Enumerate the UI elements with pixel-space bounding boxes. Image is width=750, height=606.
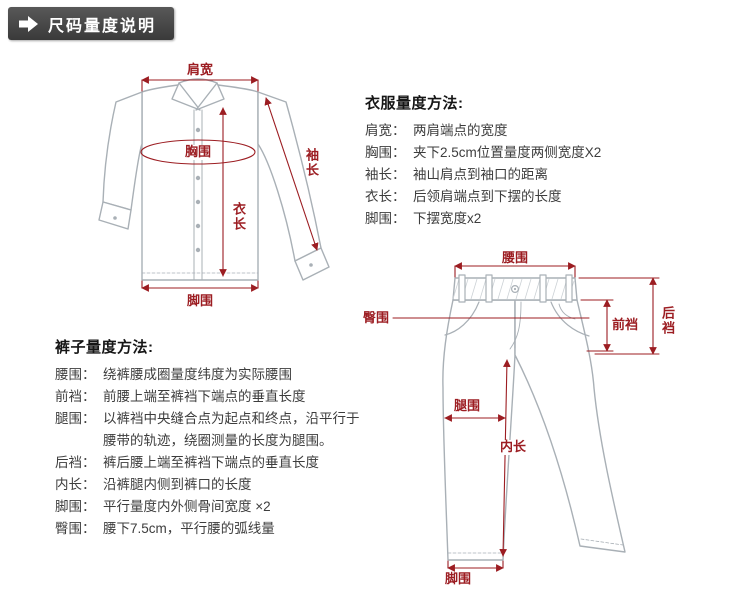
measure-desc: 绕裤腰成圈量度纬度为实际腰围 xyxy=(103,367,292,382)
shirt-drawing xyxy=(98,76,330,292)
measure-term: 腰围： xyxy=(55,367,96,382)
measure-item: 腿围： 以裤裆中央缝合点为起点和终点，沿平行于腰带的轨迹，绕圈测量的长度为腿围。 xyxy=(55,408,367,452)
measure-term: 脚围： xyxy=(55,499,96,514)
pants-inseam-label: 内长 xyxy=(498,439,529,455)
pants-leg-opening-label: 脚围 xyxy=(444,571,471,586)
pants-diagram: 腰围 臀围 前裆 后裆 腿围 内长 脚围 xyxy=(355,248,700,603)
pants-method-title: 裤子量度方法: xyxy=(55,339,154,356)
measure-term: 腿围： xyxy=(55,411,96,426)
measure-item: 胸围： 夹下2.5cm位置量度两侧宽度X2 xyxy=(365,142,700,164)
clothes-method-block: 衣服量度方法: 肩宽： 两肩端点的宽度 胸围： 夹下2.5cm位置量度两侧宽度X… xyxy=(365,92,700,230)
measure-item: 肩宽： 两肩端点的宽度 xyxy=(365,120,700,142)
shirt-diagram: 肩宽 胸围 袖长 衣长 脚围 xyxy=(90,52,360,312)
shirt-body-length-label: 衣长 xyxy=(228,202,247,232)
measure-item: 脚围： 平行量度内外侧骨间宽度 ×2 xyxy=(55,496,367,518)
measure-term: 内长： xyxy=(55,477,96,492)
measure-item: 腰围： 绕裤腰成圈量度纬度为实际腰围 xyxy=(55,364,367,386)
pants-drawing xyxy=(392,262,660,572)
measure-desc: 下摆宽度x2 xyxy=(413,211,482,226)
measure-item: 衣长： 后领肩端点到下摆的长度 xyxy=(365,186,700,208)
section-title: 尺码量度说明 xyxy=(48,17,157,35)
measure-desc: 平行量度内外侧骨间宽度 ×2 xyxy=(103,499,271,514)
measure-desc: 后领肩端点到下摆的长度 xyxy=(413,189,562,204)
measure-term: 臀围： xyxy=(55,521,96,536)
measure-item: 臀围： 腰下7.5cm，平行腰的弧线量 xyxy=(55,518,367,540)
measure-term: 脚围： xyxy=(365,211,406,226)
arrow-right-icon xyxy=(19,15,38,32)
shirt-shoulder-width-label: 肩宽 xyxy=(186,62,213,77)
measure-term: 前裆： xyxy=(55,389,96,404)
pants-method-block: 裤子量度方法: 腰围： 绕裤腰成圈量度纬度为实际腰围 前裆： 前腰上端至裤裆下端… xyxy=(55,336,367,540)
measure-desc: 夹下2.5cm位置量度两侧宽度X2 xyxy=(413,145,602,160)
measure-item: 后裆： 裤后腰上端至裤裆下端点的垂直长度 xyxy=(55,452,367,474)
pants-front-rise-label: 前裆 xyxy=(612,317,639,332)
measure-desc: 腰下7.5cm，平行腰的弧线量 xyxy=(103,521,275,536)
measure-desc: 袖山肩点到袖口的距离 xyxy=(413,167,548,182)
measure-desc: 前腰上端至裤裆下端点的垂直长度 xyxy=(103,389,306,404)
measure-desc: 以裤裆中央缝合点为起点和终点，沿平行于腰带的轨迹，绕圈测量的长度为腿围。 xyxy=(103,411,360,448)
measure-term: 肩宽： xyxy=(365,123,406,138)
pants-waist-label: 腰围 xyxy=(501,250,528,265)
shirt-hem-label: 脚围 xyxy=(186,293,213,308)
measure-item: 袖长： 袖山肩点到袖口的距离 xyxy=(365,164,700,186)
measure-item: 前裆： 前腰上端至裤裆下端点的垂直长度 xyxy=(55,386,367,408)
shirt-chest-label: 胸围 xyxy=(180,144,216,160)
measure-item: 内长： 沿裤腿内侧到裤口的长度 xyxy=(55,474,367,496)
pants-back-rise-label: 后裆 xyxy=(659,306,675,336)
measure-item: 脚围： 下摆宽度x2 xyxy=(365,208,700,230)
pants-thigh-label: 腿围 xyxy=(452,398,483,414)
measure-term: 衣长： xyxy=(365,189,406,204)
measure-desc: 裤后腰上端至裤裆下端点的垂直长度 xyxy=(103,455,319,470)
section-header: 尺码量度说明 xyxy=(8,7,175,40)
pants-hip-label: 臀围 xyxy=(363,310,390,325)
measure-desc: 两肩端点的宽度 xyxy=(413,123,508,138)
clothes-method-title: 衣服量度方法: xyxy=(365,95,464,112)
measure-term: 后裆： xyxy=(55,455,96,470)
measure-term: 袖长： xyxy=(365,167,406,182)
measure-term: 胸围： xyxy=(365,145,406,160)
measure-desc: 沿裤腿内侧到裤口的长度 xyxy=(103,477,252,492)
shirt-sleeve-length-label: 袖长 xyxy=(303,148,319,178)
